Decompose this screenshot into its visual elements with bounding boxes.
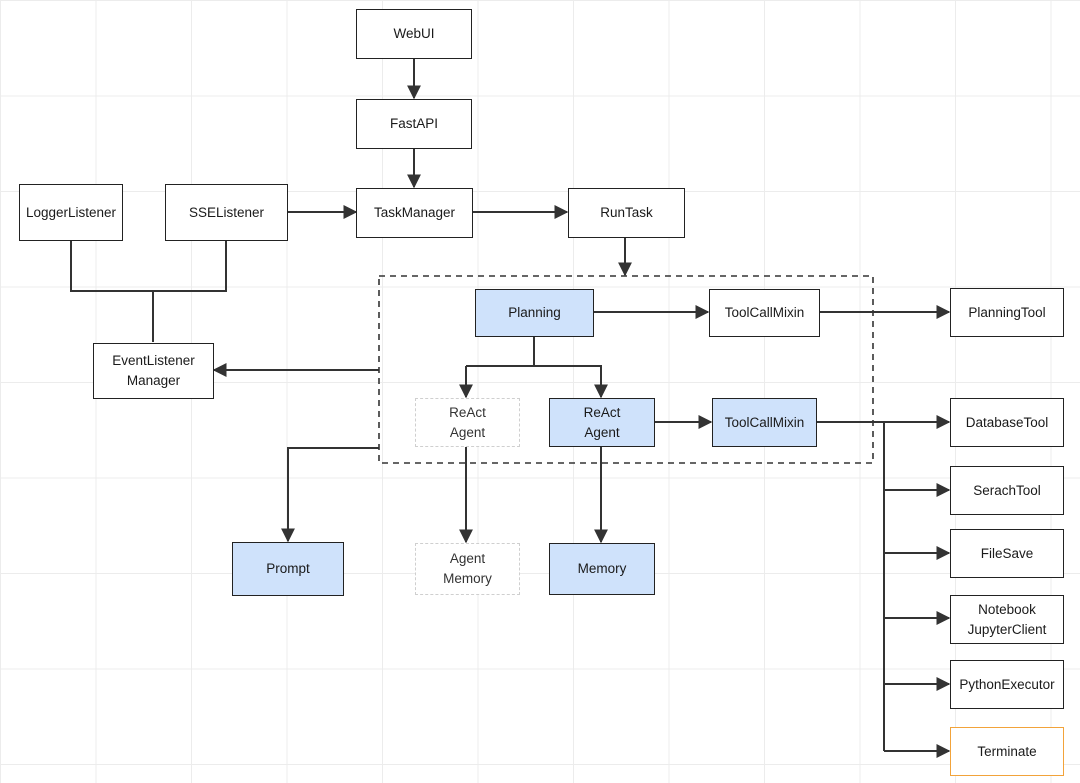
node-database-tool: DatabaseTool [950, 398, 1064, 447]
node-planning-tool: PlanningTool [950, 288, 1064, 337]
connector-planning-agents [466, 337, 535, 367]
node-search-tool: SerachTool [950, 466, 1064, 515]
node-terminate: Terminate [950, 727, 1064, 776]
node-react-agent-dashed: ReAct Agent [415, 398, 520, 447]
node-prompt: Prompt [232, 542, 344, 596]
node-toolcallmixin-mid: ToolCallMixin [712, 398, 817, 447]
node-toolcallmixin-top: ToolCallMixin [709, 289, 820, 337]
node-memory: Memory [549, 543, 655, 595]
node-notebook-jupyter: Notebook JupyterClient [950, 595, 1064, 644]
node-webui: WebUI [356, 9, 472, 59]
node-fastapi: FastAPI [356, 99, 472, 149]
node-logger-listener: LoggerListener [19, 184, 123, 241]
node-react-agent: ReAct Agent [549, 398, 655, 447]
node-task-manager: TaskManager [356, 188, 473, 238]
node-python-executor: PythonExecutor [950, 660, 1064, 709]
node-file-save: FileSave [950, 529, 1064, 578]
node-agent-memory: Agent Memory [415, 543, 520, 595]
node-planning: Planning [475, 289, 594, 337]
node-event-listener-manager: EventListener Manager [93, 343, 214, 399]
node-sse-listener: SSEListener [165, 184, 288, 241]
arrow-group-prompt [281, 447, 379, 543]
connector-listeners [70, 240, 227, 292]
node-run-task: RunTask [568, 188, 685, 238]
arrow-to-react [534, 365, 608, 399]
